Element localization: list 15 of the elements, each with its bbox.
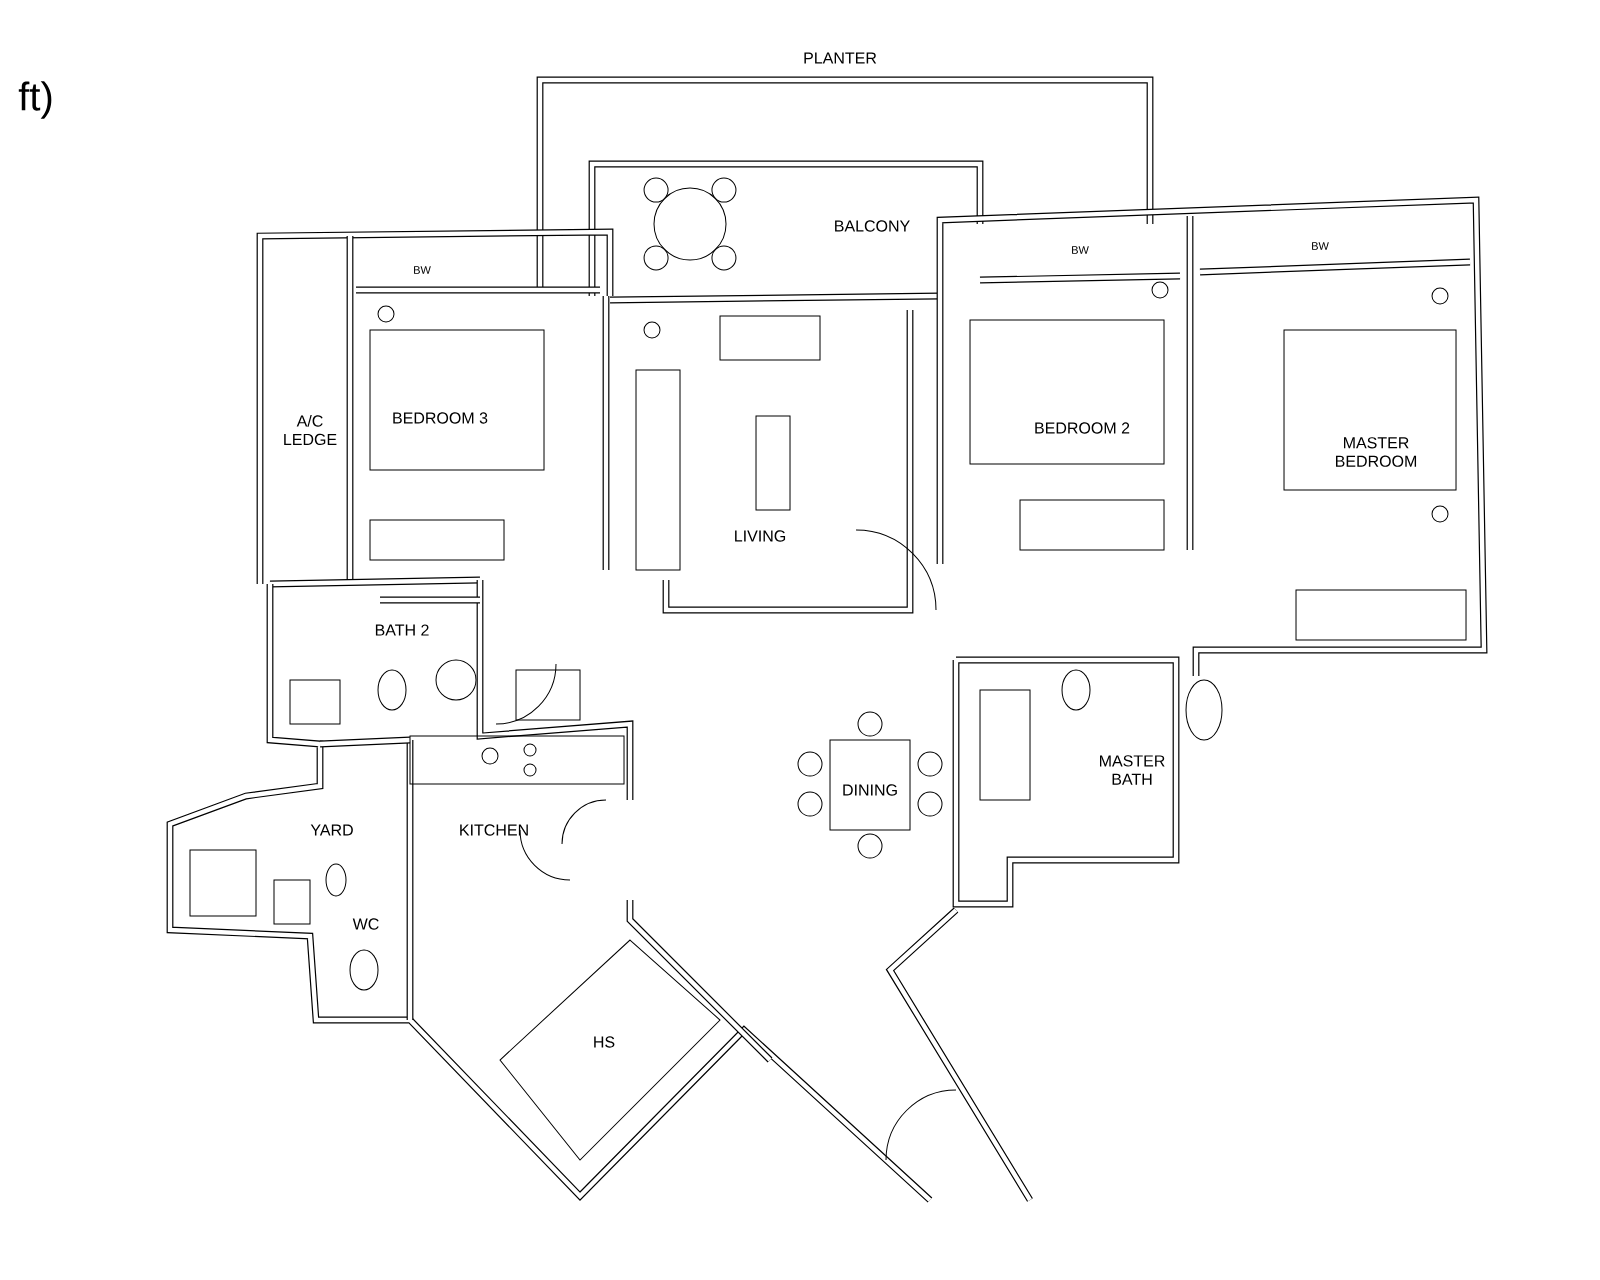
room-label: BEDROOM 2 [1035, 422, 1130, 434]
room-label: MASTER BEDROOM [1336, 437, 1417, 467]
room-label: BATH 2 [375, 624, 429, 636]
room-label: KITCHEN [460, 824, 528, 836]
room-label: A/C LEDGE [284, 414, 337, 446]
room-label: BEDROOM 3 [393, 412, 488, 424]
room-label: YARD [310, 824, 353, 836]
room-label: PLANTER [804, 52, 877, 64]
room-label: DINING [843, 784, 897, 796]
room-label: WC [352, 918, 379, 930]
room-label: BALCONY [835, 220, 910, 232]
room-label: HS [594, 1036, 615, 1048]
room-label: LIVING [735, 530, 786, 542]
cut-text: ft) [18, 81, 52, 119]
room-label: MASTER BATH [1100, 755, 1165, 785]
